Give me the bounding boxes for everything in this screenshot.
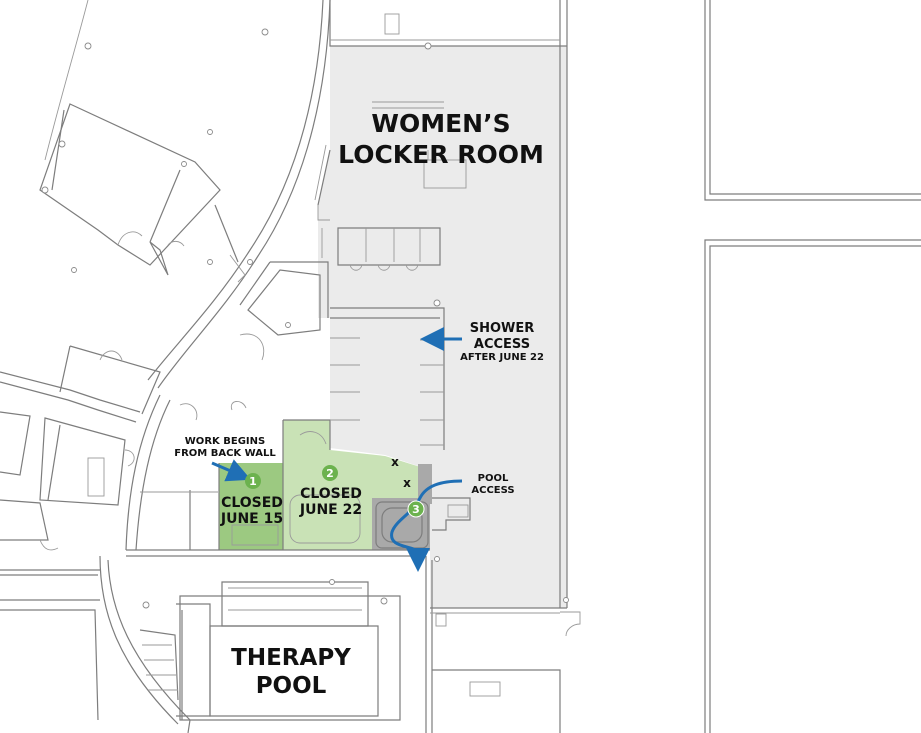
work-note-line1: WORK BEGINS xyxy=(185,436,265,447)
pool-note-line1: POOL xyxy=(478,473,509,484)
shower-note-line2: ACCESS xyxy=(474,337,530,352)
zone-2-badge xyxy=(322,465,338,481)
arrow-icon xyxy=(211,459,252,482)
locker-room-label-line2: LOCKER ROOM xyxy=(338,140,544,169)
pool-note-line2: ACCESS xyxy=(471,485,514,496)
shower-note-line1: SHOWER xyxy=(470,321,535,336)
zone-3-number: 3 xyxy=(412,503,420,516)
zone-1-number: 1 xyxy=(249,475,257,488)
zone-2-label-line2: JUNE 22 xyxy=(299,502,362,518)
zone-1-label-line1: CLOSED xyxy=(221,495,283,511)
therapy-pool-label-line1: THERAPY xyxy=(231,645,351,671)
curved-arrow-icon xyxy=(390,479,463,572)
locker-room-label-line1: WOMEN’S xyxy=(371,109,510,138)
zone-1-label-line2: JUNE 15 xyxy=(220,511,283,527)
therapy-pool-label-line2: POOL xyxy=(256,673,327,699)
x-mark: x xyxy=(403,476,411,490)
zone-2-label-line1: CLOSED xyxy=(300,486,362,502)
zone-1-badge xyxy=(245,473,261,489)
x-mark: x xyxy=(391,455,399,469)
zone-3-badge xyxy=(407,500,425,518)
zone-2-number: 2 xyxy=(326,467,334,480)
shower-note-line3: AFTER JUNE 22 xyxy=(460,352,544,363)
work-note-line2: FROM BACK WALL xyxy=(174,448,276,459)
